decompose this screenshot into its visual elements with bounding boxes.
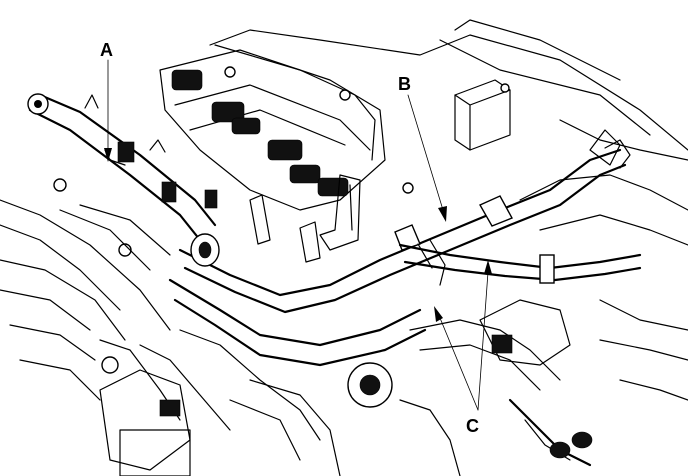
- callout-label-c: C: [466, 416, 479, 436]
- relay-box: [454, 79, 511, 151]
- upper-intake-outline: [209, 19, 688, 246]
- leader-line-b: [407, 94, 444, 211]
- arrowhead-icon: [484, 260, 492, 274]
- fuel-hose-b: [178, 139, 631, 314]
- lower-right-components: [479, 299, 688, 467]
- ignition-coil: [171, 69, 349, 197]
- vacuum-hose-c: [398, 239, 642, 286]
- callout-label-a: A: [100, 40, 113, 60]
- callout-label-b: B: [398, 74, 411, 94]
- intake-runners: [0, 199, 171, 401]
- valve-cover: [159, 44, 414, 211]
- leader-line-c2: [439, 317, 479, 411]
- callout-c: C: [434, 260, 492, 436]
- callout-b: B: [398, 74, 447, 222]
- arrowhead-icon: [438, 206, 447, 222]
- leader-line-c: [477, 271, 489, 411]
- lower-left-components: [99, 356, 461, 476]
- callout-a: A: [100, 40, 113, 162]
- throttle-assembly: [99, 174, 561, 441]
- arrowhead-icon: [104, 148, 112, 162]
- arrowhead-icon: [434, 306, 443, 322]
- fuel-rail: [27, 93, 218, 257]
